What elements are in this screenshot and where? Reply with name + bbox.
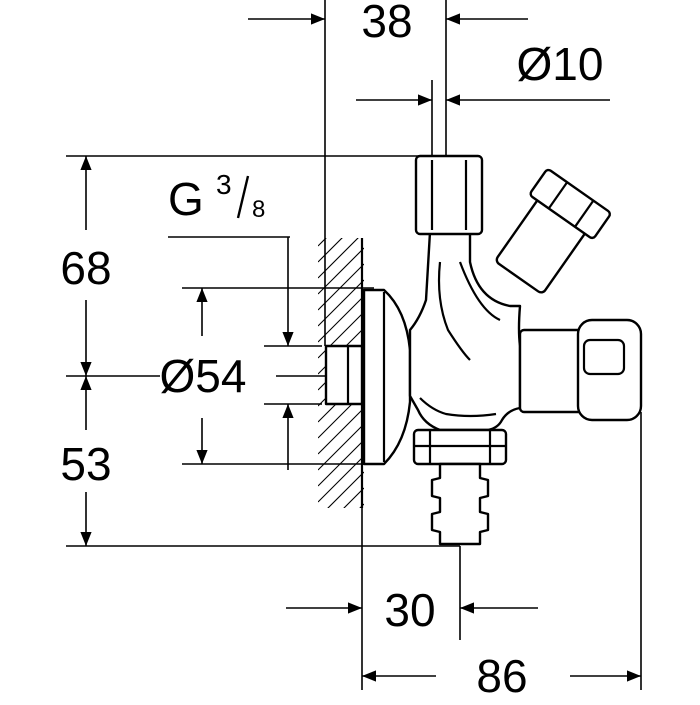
hatch-line xyxy=(359,503,364,508)
dimension-spacing-bottom: 30 xyxy=(384,584,435,636)
wall-rosette xyxy=(362,288,412,466)
hatch-line xyxy=(343,487,364,508)
dimension-height-lower: 53 xyxy=(60,438,111,490)
top-outlet-nut xyxy=(414,154,484,236)
inlet-thread xyxy=(324,344,364,406)
hatch-line xyxy=(318,439,364,487)
dimension-thread: G 3 8 xyxy=(168,169,265,225)
dimension-arrows xyxy=(80,13,641,682)
tap-handle xyxy=(576,318,643,422)
angle-valve xyxy=(324,154,643,546)
dimension-outlet-diameter: Ø10 xyxy=(517,38,604,90)
valve-body xyxy=(408,230,522,432)
hatch-line xyxy=(318,407,364,455)
extension-lines xyxy=(66,0,642,690)
thread-numerator: 3 xyxy=(216,169,232,200)
dimension-width-total: 86 xyxy=(476,650,527,700)
hatch-line xyxy=(318,423,364,471)
hose-barb xyxy=(430,462,490,546)
thread-letter: G xyxy=(168,173,204,225)
angled-outlet-cap xyxy=(529,168,611,240)
dimension-width-top: 38 xyxy=(361,0,412,47)
hatch-line xyxy=(318,552,364,598)
dimension-height-upper: 68 xyxy=(60,242,111,294)
thread-denominator: 8 xyxy=(252,196,265,223)
hatch-line xyxy=(327,471,364,508)
hatch-line xyxy=(318,536,364,582)
dimension-rosette-diameter: Ø54 xyxy=(160,350,247,402)
hatch-line xyxy=(318,520,364,566)
